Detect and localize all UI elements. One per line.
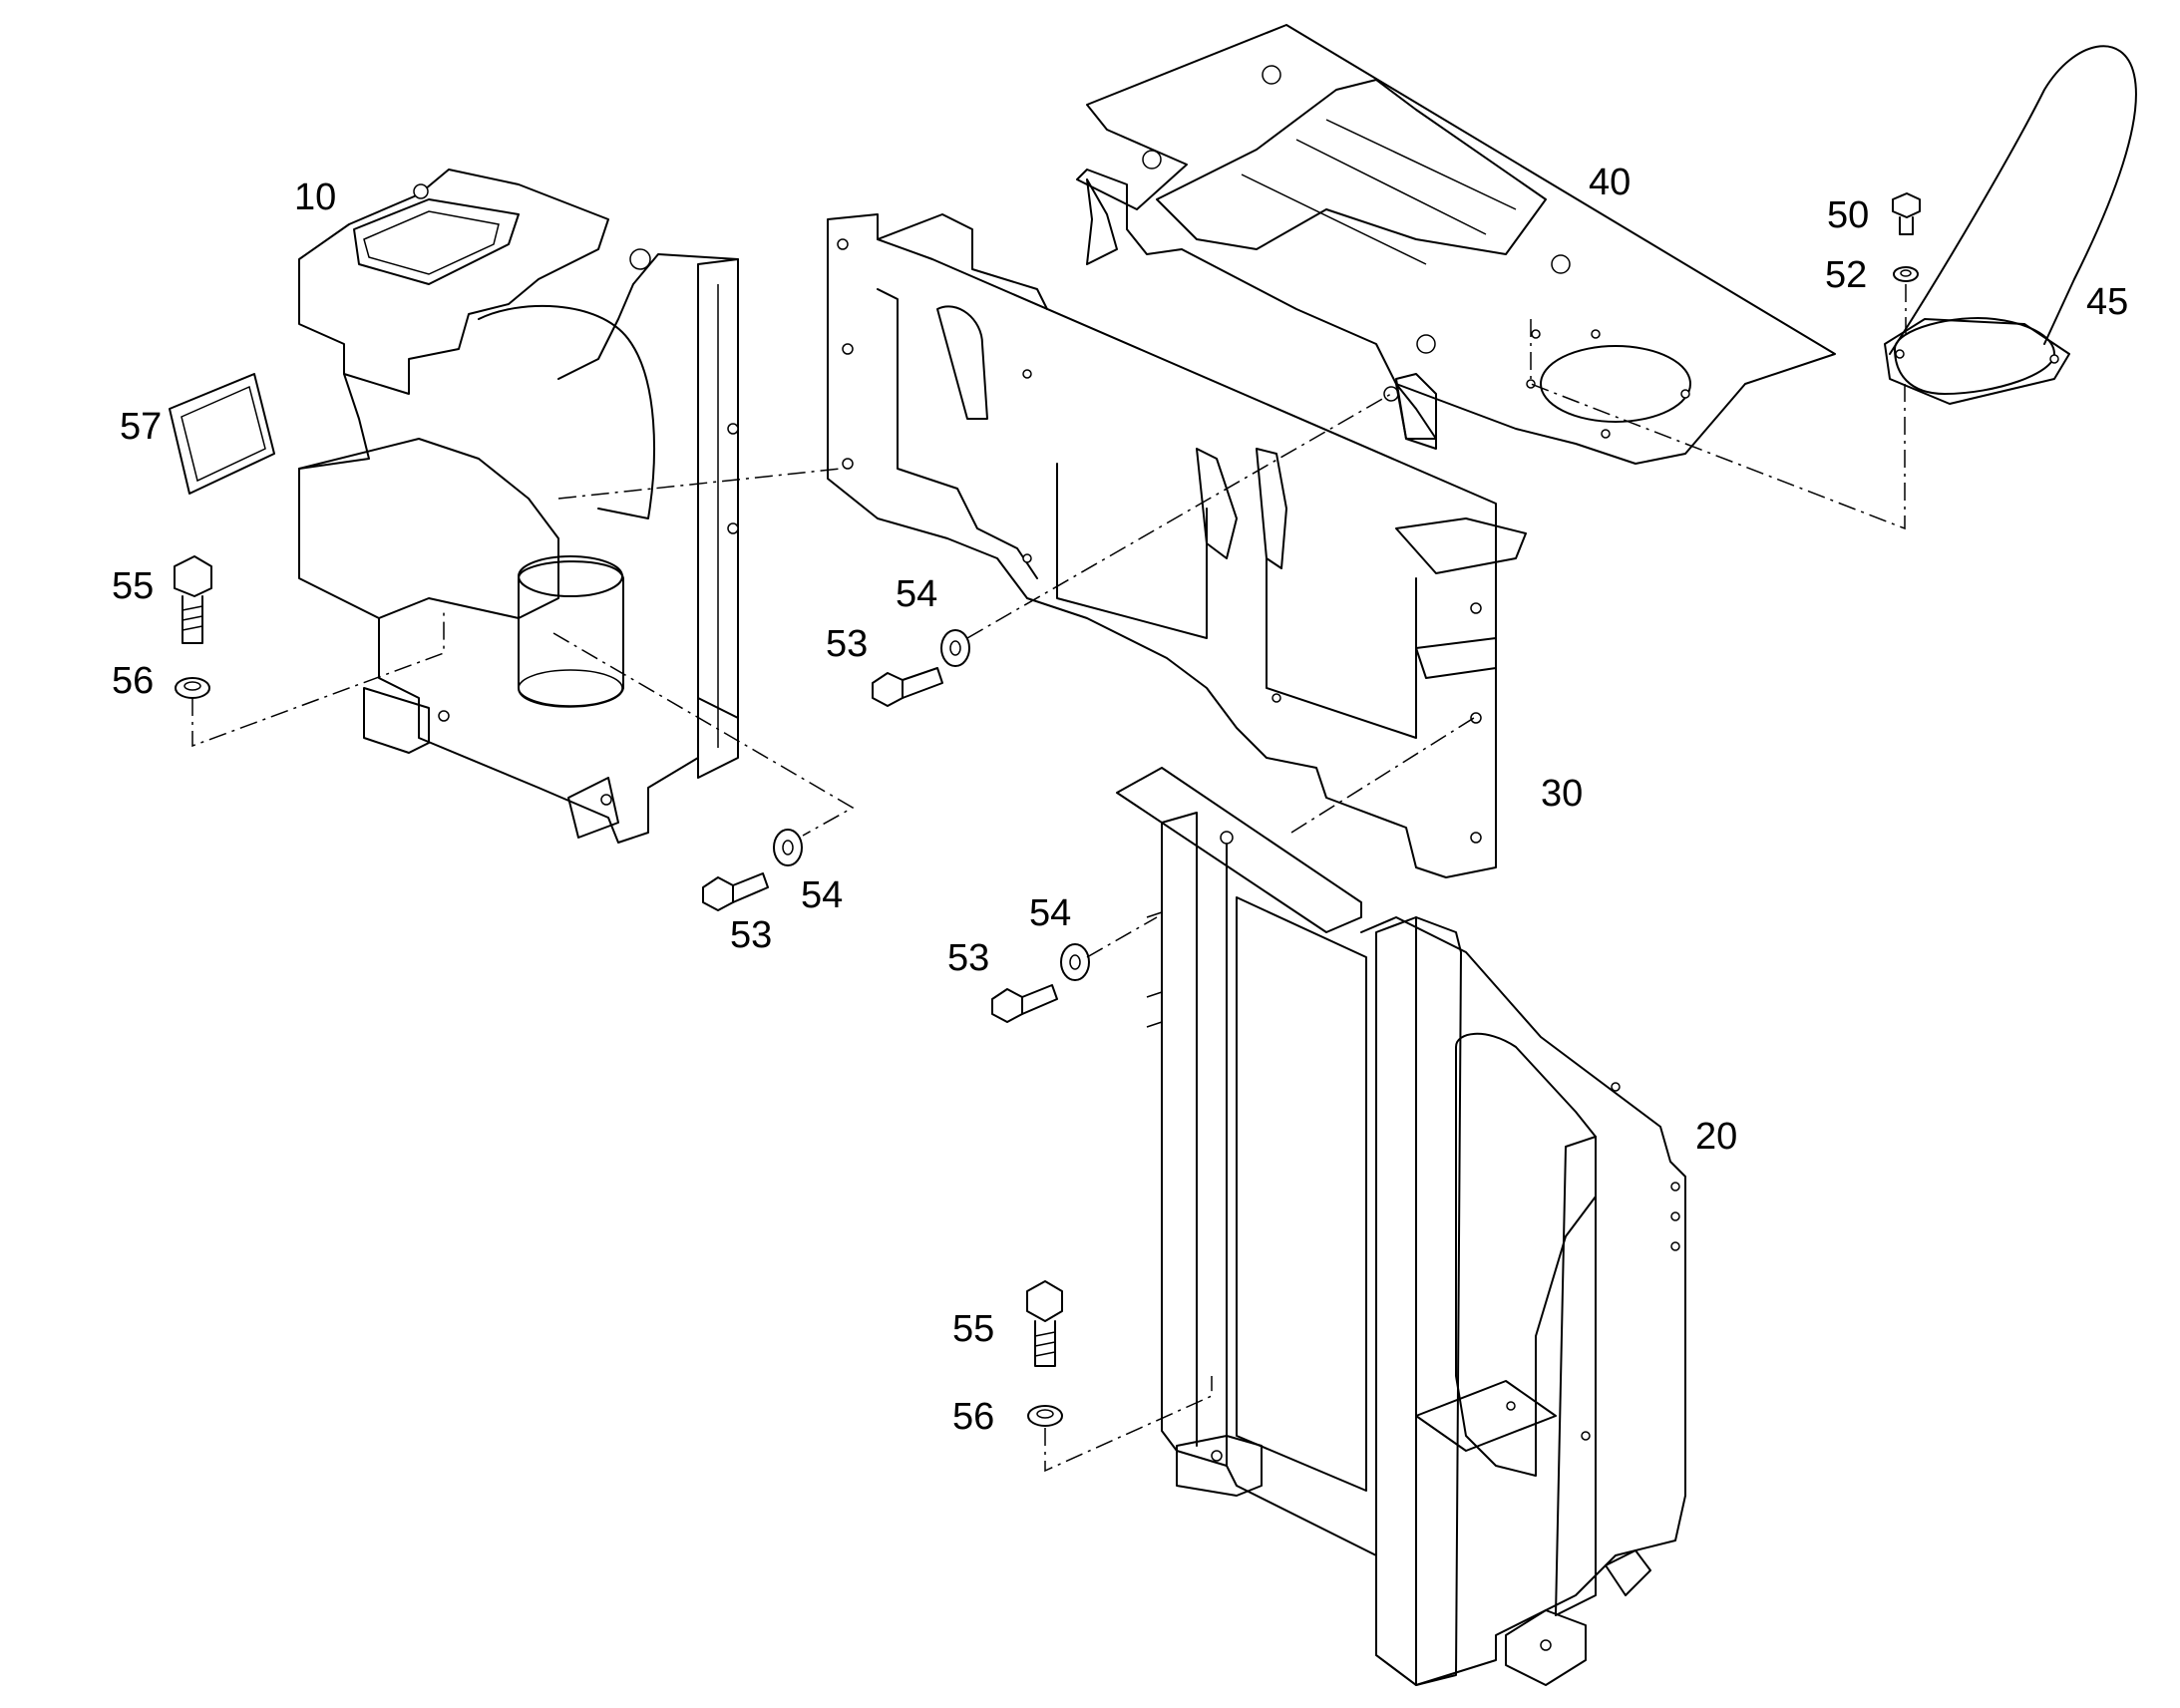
assembly-line-30-20 — [1290, 717, 1475, 834]
part-57-gasket — [169, 373, 275, 495]
part-53-bolt-upper — [872, 667, 943, 707]
part-53-bolt-right — [991, 984, 1058, 1023]
part-55-bolt-right — [1026, 1280, 1063, 1367]
part-10-housing — [298, 169, 739, 844]
assembly-line-55-56-left — [191, 608, 445, 748]
callout-54-left: 54 — [801, 874, 843, 916]
part-20-frame — [1116, 767, 1686, 1686]
callout-56-right: 56 — [952, 1396, 994, 1438]
assembly-line-54-40 — [966, 393, 1392, 639]
part-55-bolt-left — [174, 555, 212, 644]
callout-45: 45 — [2086, 281, 2128, 323]
callout-54-upper: 54 — [896, 573, 937, 615]
callout-55-right: 55 — [952, 1308, 994, 1350]
assembly-line-54-20 — [1086, 916, 1158, 958]
callout-54-right: 54 — [1029, 892, 1071, 934]
callout-40: 40 — [1589, 162, 1631, 203]
assembly-line-53-10 — [552, 632, 855, 837]
callouts: 10 57 55 56 54 53 54 53 40 50 52 45 30 5… — [112, 162, 2128, 1438]
callout-56-left: 56 — [112, 660, 154, 702]
callout-20: 20 — [1695, 1116, 1737, 1158]
callout-53-left: 53 — [730, 914, 772, 956]
part-53-bolt-left — [702, 872, 769, 911]
callout-57: 57 — [120, 406, 162, 448]
part-45-pipe — [1884, 45, 2137, 405]
assembly-line-10-30 — [557, 468, 842, 500]
assembly-line-40-45 — [1530, 319, 1906, 530]
callout-10: 10 — [294, 176, 336, 218]
part-56-washer-right — [1027, 1405, 1063, 1427]
callout-50: 50 — [1827, 194, 1869, 236]
part-40-top-plate — [1076, 24, 1836, 465]
part-54-washer-left — [773, 829, 803, 866]
callout-55-left: 55 — [112, 565, 154, 607]
part-52-washer — [1893, 266, 1919, 282]
callout-30: 30 — [1541, 773, 1583, 815]
part-54-washer-right — [1060, 943, 1090, 981]
part-54-washer-upper — [940, 629, 970, 667]
part-56-washer-left — [175, 677, 210, 699]
assembly-lines — [191, 284, 1907, 1473]
callout-53-upper: 53 — [826, 623, 868, 665]
callout-53-right: 53 — [947, 937, 989, 979]
callout-52: 52 — [1825, 254, 1867, 296]
part-50-bolt — [1892, 192, 1921, 235]
assembly-line-55-56-right — [1044, 1376, 1213, 1473]
